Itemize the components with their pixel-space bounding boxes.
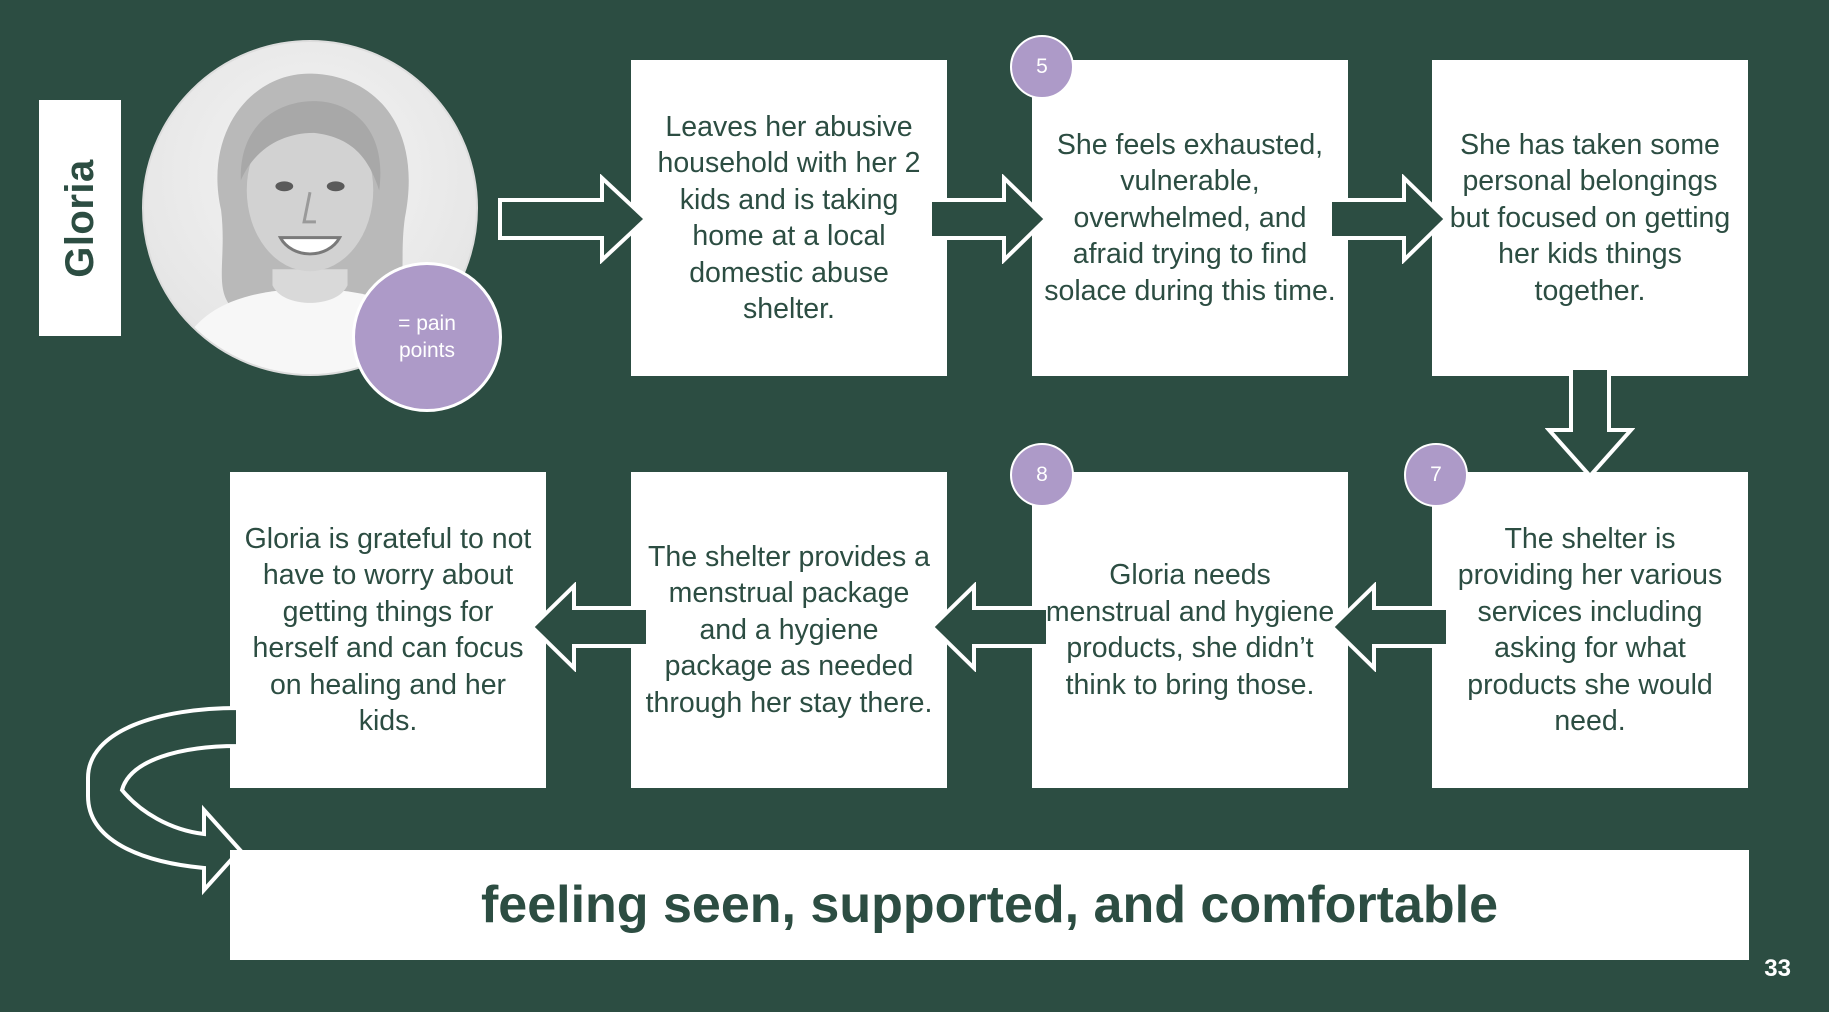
persona-name: Gloria xyxy=(57,158,102,278)
pain-points-legend: = pain points xyxy=(352,262,502,412)
arrow-left-icon xyxy=(1329,582,1446,672)
curved-arrow-icon xyxy=(86,705,243,896)
step-card-6: The shelter provides a menstrual package… xyxy=(631,472,947,788)
step-text: Leaves her abusive household with her 2 … xyxy=(657,110,921,326)
persona-name-tag: Gloria xyxy=(39,100,121,336)
arrow-right-icon xyxy=(498,174,649,264)
step-card-4: The shelter is providing her various ser… xyxy=(1432,472,1748,788)
pain-point-badge-7: 7 xyxy=(1404,443,1468,507)
legend-line-1: = pain xyxy=(398,312,456,335)
step-card-1: Leaves her abusive household with her 2 … xyxy=(631,60,947,376)
step-card-5: Gloria needs menstrual and hygiene produ… xyxy=(1032,472,1348,788)
pain-point-badge-5: 5 xyxy=(1010,35,1074,99)
step-card-7: Gloria is grateful to not have to worry … xyxy=(230,472,546,788)
arrow-right-icon xyxy=(932,174,1049,264)
step-text: She feels exhausted, vulnerable, overwhe… xyxy=(1044,128,1336,307)
arrow-down-icon xyxy=(1545,366,1635,480)
arrow-left-icon xyxy=(929,582,1046,672)
arrow-left-icon xyxy=(529,582,646,672)
step-text: The shelter is providing her various ser… xyxy=(1457,522,1723,738)
legend-line-2: points xyxy=(398,339,456,362)
pain-point-badge-8: 8 xyxy=(1010,443,1074,507)
step-text: The shelter provides a menstrual package… xyxy=(645,540,933,719)
step-card-2: She feels exhausted, vulnerable, overwhe… xyxy=(1032,60,1348,376)
step-text: Gloria needs menstrual and hygiene produ… xyxy=(1045,559,1335,701)
step-text: Gloria is grateful to not have to worry … xyxy=(244,522,532,738)
step-text: She has taken some personal belongings b… xyxy=(1449,128,1731,307)
arrow-right-icon xyxy=(1332,174,1449,264)
outcome-text: feeling seen, supported, and comfortable xyxy=(480,876,1499,934)
page-number: 33 xyxy=(1764,955,1791,982)
portrait-illustration-icon xyxy=(173,73,447,374)
outcome-banner: feeling seen, supported, and comfortable xyxy=(230,850,1749,960)
step-card-3: She has taken some personal belongings b… xyxy=(1432,60,1748,376)
persona-portrait xyxy=(142,40,478,376)
